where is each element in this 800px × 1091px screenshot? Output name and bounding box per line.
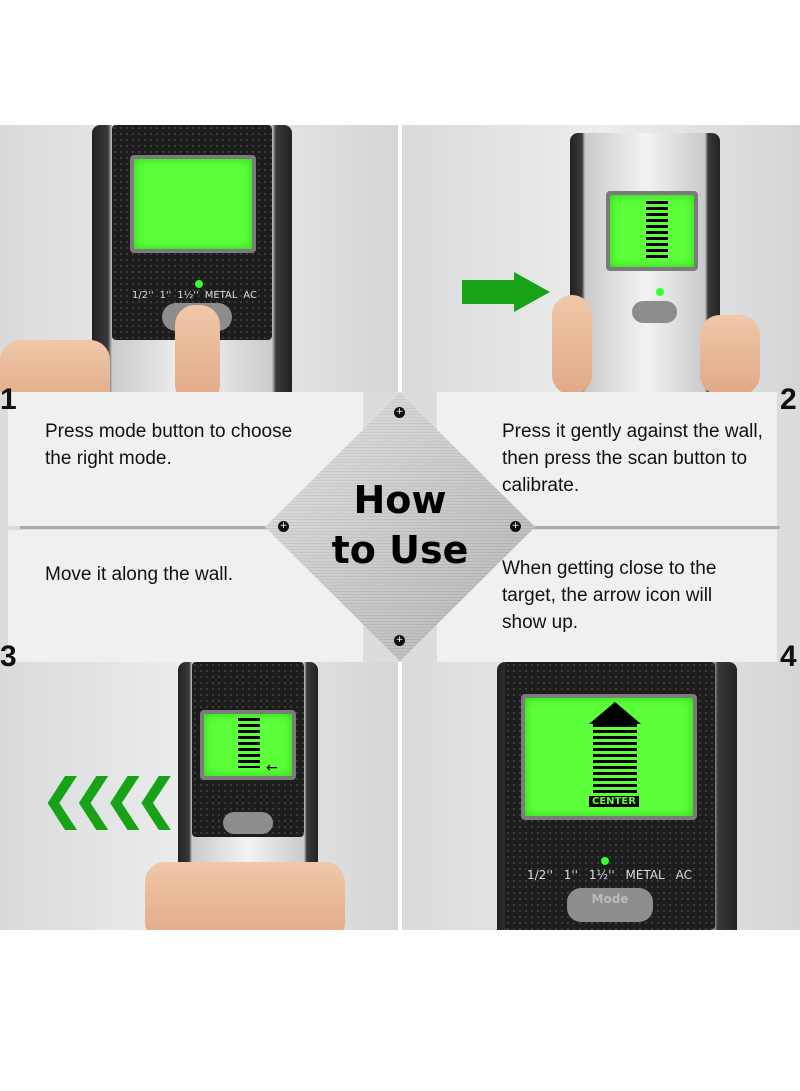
stud-finder: 1/2'' 1'' 1½'' METAL AC [92,125,292,392]
mode-label: 1'' [563,868,578,882]
mode-button[interactable] [223,812,273,834]
stud-finder [570,133,720,392]
mode-labels: 1/2'' 1'' 1½'' METAL AC [527,868,692,882]
mode-button[interactable]: Mode [567,888,653,922]
step-number-2: 2 [780,383,797,416]
step-2-photo [402,125,800,392]
hand [0,340,110,392]
lcd-screen [130,155,256,253]
step-1-photo: 1/2'' 1'' 1½'' METAL AC [0,125,398,392]
signal-bars [238,718,260,768]
finger [175,305,220,392]
step-3-photo: ← ❮❮❮❮ [0,662,398,930]
step-1-text: Press mode button to choose the right mo… [45,421,293,469]
mode-button-label: Mode [591,892,629,906]
mode-led [601,857,609,865]
stud-finder: CENTER 1/2'' 1'' 1½'' METAL AC Mode [497,662,737,930]
page-title: How to Use [300,475,500,575]
step-number-1: 1 [0,383,17,416]
hand [700,315,760,392]
mode-label: 1½'' [177,290,199,301]
step-2-text: Press it gently against the wall, then p… [502,421,763,496]
mode-label: METAL [625,868,665,882]
mode-labels: 1/2'' 1'' 1½'' METAL AC [132,290,257,301]
scan-button[interactable] [632,301,677,323]
green-chevrons-left-icon: ❮❮❮❮ [40,767,179,830]
center-label: CENTER [589,796,639,807]
mode-label: METAL [204,290,238,301]
screw-icon: + [278,521,289,532]
step-4-photo: CENTER 1/2'' 1'' 1½'' METAL AC Mode [402,662,800,930]
hand [552,295,592,392]
mode-led [195,280,203,288]
hand [145,862,345,930]
screw-icon: + [394,635,405,646]
mode-label: 1/2'' [527,868,553,882]
title-line-1: How [353,478,447,522]
green-arrow-right [462,280,517,304]
green-arrow-head [514,272,550,312]
mode-label: 1½'' [588,868,615,882]
mode-label: AC [675,868,692,882]
mode-led [656,288,664,296]
center-arrow-icon [589,702,641,724]
step-number-3: 3 [0,640,17,673]
screw-icon: + [394,407,405,418]
screw-icon: + [510,521,521,532]
arrow-left-icon: ← [266,760,278,776]
step-4-text: When getting close to the target, the ar… [502,558,717,633]
mode-label: 1'' [159,290,172,301]
mode-label: AC [243,290,257,301]
title-line-2: to Use [331,528,469,572]
step-number-4: 4 [780,640,797,673]
signal-bars [593,724,637,796]
signal-bars [646,201,668,259]
mode-label: 1/2'' [132,290,154,301]
step-3-text: Move it along the wall. [45,564,233,585]
